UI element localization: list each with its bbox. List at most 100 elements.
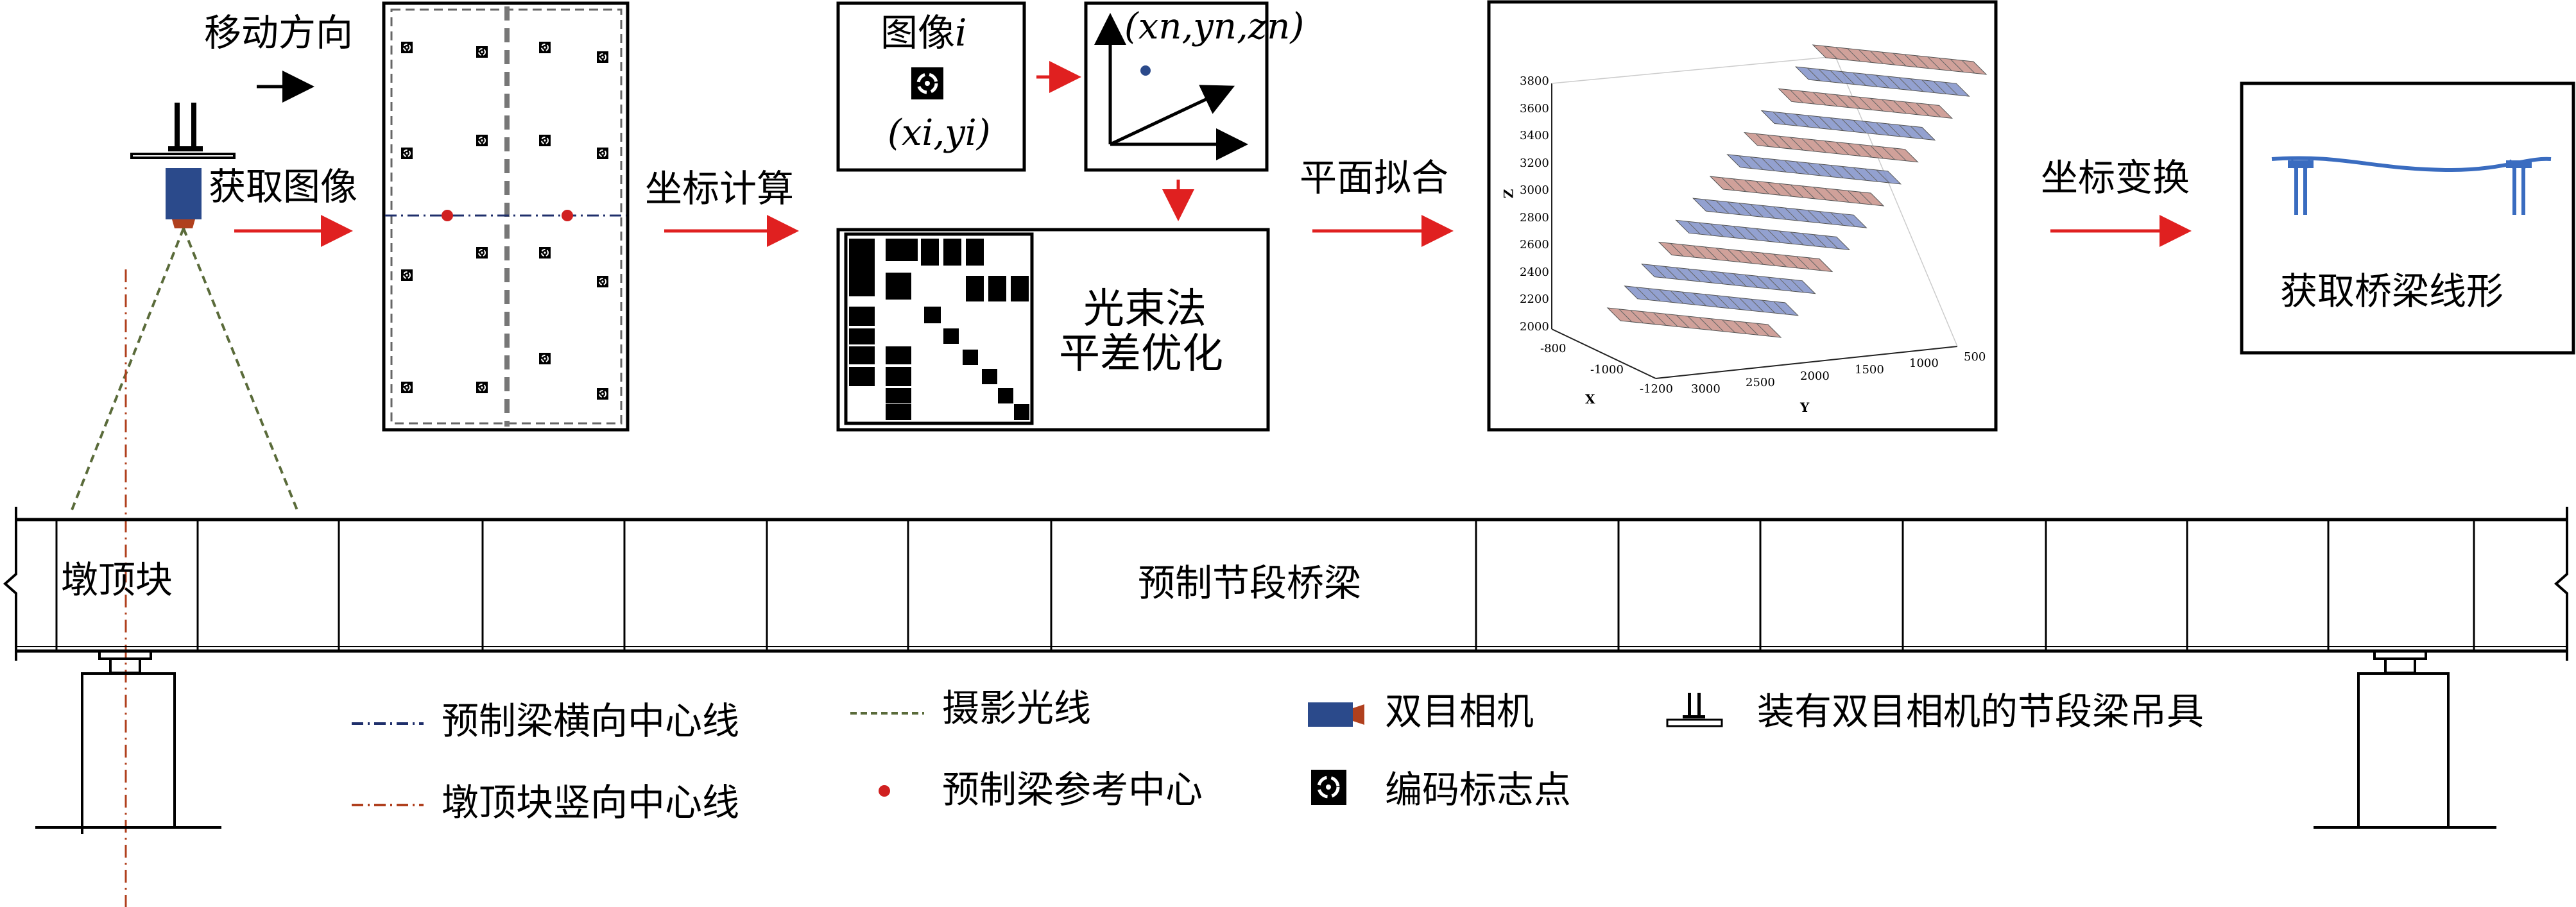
plane-grid-line [1710, 271, 1724, 285]
plane-grid-line [1853, 120, 1867, 133]
plane-grid-line [1859, 191, 1873, 205]
plane-grid-line [1887, 123, 1901, 137]
z-tick-label: 3400 [1520, 129, 1549, 142]
pier-left [35, 650, 221, 834]
plane-grid-line [1739, 203, 1753, 216]
plane-grid-line [1876, 169, 1890, 183]
red-dot-icon [879, 785, 890, 797]
image-panel [382, 1, 630, 432]
y-tick-label: 1000 [1909, 357, 1939, 370]
plane-grid-line [1910, 78, 1924, 92]
y-tick-label: 2000 [1800, 369, 1830, 383]
plane-grid-line [1882, 99, 1895, 113]
plane-grid-line [1721, 225, 1735, 239]
plane-grid-line [1875, 74, 1889, 89]
move-direction-label: 移动方向 [204, 11, 354, 55]
plane-grid-line [1739, 250, 1753, 264]
plane-grid-line [1847, 96, 1861, 109]
plane-grid-line [1733, 273, 1747, 287]
plane-grid-line [1750, 298, 1764, 312]
plane-grid-line [1647, 288, 1661, 301]
plane-grid-line [1864, 168, 1878, 182]
bundle-label-2: 平差优化 [1059, 330, 1223, 378]
plane-grid-line [1658, 289, 1672, 303]
plane-grid-line [1927, 56, 1941, 70]
plane-grid-line [1756, 323, 1770, 337]
bridge-profile-icon [2271, 156, 2552, 215]
pier-block-label: 墩顶块 [61, 558, 173, 602]
plane-grid-line [1744, 180, 1758, 193]
plane-grid-line [1767, 135, 1781, 148]
plane-grid-line [1790, 279, 1804, 293]
plane-grid-line [1704, 294, 1719, 308]
plane-grid-line [1704, 246, 1718, 260]
plane-grid-line [1869, 50, 1884, 64]
plane-grid-line [1818, 69, 1832, 83]
plane-grid-line [1830, 212, 1844, 226]
plane-grid-line [1824, 140, 1838, 155]
plane-grid-line [1933, 81, 1946, 94]
z-tick-label: 2600 [1520, 238, 1549, 251]
coord-transform-label: 坐标变换 [2041, 156, 2190, 199]
plane-grid-line [1687, 268, 1701, 282]
plane-grid-line [1819, 164, 1832, 178]
photo-ray-right [182, 228, 300, 514]
plane-grid-line [1824, 46, 1838, 60]
x-tick-label: -1200 [1640, 382, 1673, 396]
plane-grid-line [1801, 138, 1815, 152]
sparse-matrix-icon [844, 232, 1034, 425]
plane-grid-line [1796, 208, 1810, 223]
plane-grid-line [1847, 48, 1860, 62]
z-tick-label: 3200 [1520, 156, 1549, 170]
legend-text-camera: 双目相机 [1385, 690, 1534, 733]
precast-girder-label: 预制节段桥梁 [1138, 561, 1362, 605]
camera-legend-icon [1308, 702, 1364, 727]
plane-grid-line [1835, 47, 1850, 61]
coords-2d-label: (xi,yi) [888, 112, 991, 154]
plane-grid-line [1819, 211, 1833, 225]
plane-grid-line [1910, 126, 1924, 139]
plane-grid-line [1761, 158, 1775, 171]
plane-grid-line [1841, 166, 1855, 180]
plane-grid-line [1847, 143, 1861, 157]
plane-grid-line [1807, 115, 1821, 129]
plane-grid-line [1699, 269, 1712, 284]
coded-target-legend-icon [1311, 770, 1346, 805]
plane-grid-line [1945, 81, 1958, 96]
plane-grid-line [1825, 235, 1839, 249]
plane-grid-line [1921, 80, 1936, 93]
plane-grid-line [1773, 112, 1787, 125]
plot3d-z-label: Z [1500, 189, 1516, 199]
plane-grid-line [1785, 255, 1798, 269]
plane-grid-line [1710, 223, 1724, 237]
plane-grid-line [1836, 189, 1850, 203]
plane-grid-line [1887, 76, 1901, 90]
z-tick-label: 2000 [1520, 319, 1549, 334]
plane-grid-line [1727, 201, 1741, 216]
legend-text-rays: 摄影光线 [942, 686, 1092, 730]
plane-grid-line [1801, 185, 1816, 199]
plane-grid-line [1790, 232, 1804, 246]
plane-grid-line [1750, 251, 1764, 265]
photo-ray-left [69, 228, 185, 514]
plane-grid-line [1630, 310, 1644, 324]
plane-grid-line [1812, 92, 1826, 106]
legend-text-ref-center: 预制梁参考中心 [942, 768, 1203, 811]
plane-grid-line [1859, 49, 1872, 63]
plane-grid-line [1733, 178, 1747, 192]
pier-right [2314, 650, 2496, 829]
plane-grid-line [1750, 204, 1764, 217]
plane-grid-line [1762, 205, 1775, 219]
plane-grid-line [1670, 243, 1684, 257]
plane-grid-line [1842, 213, 1855, 227]
plane-grid-line [1961, 60, 1975, 74]
z-tick-label: 3600 [1520, 101, 1549, 115]
plane-grid-line [1904, 101, 1918, 115]
plane-grid-line [1853, 72, 1866, 86]
plane-grid-line [1687, 316, 1701, 330]
plot3d-x-label: X [1585, 391, 1595, 407]
plane-grid-line [1847, 190, 1861, 204]
plane-grid-line [1767, 229, 1781, 243]
plane-grid-line [1715, 248, 1730, 262]
point-icon [1140, 65, 1151, 76]
